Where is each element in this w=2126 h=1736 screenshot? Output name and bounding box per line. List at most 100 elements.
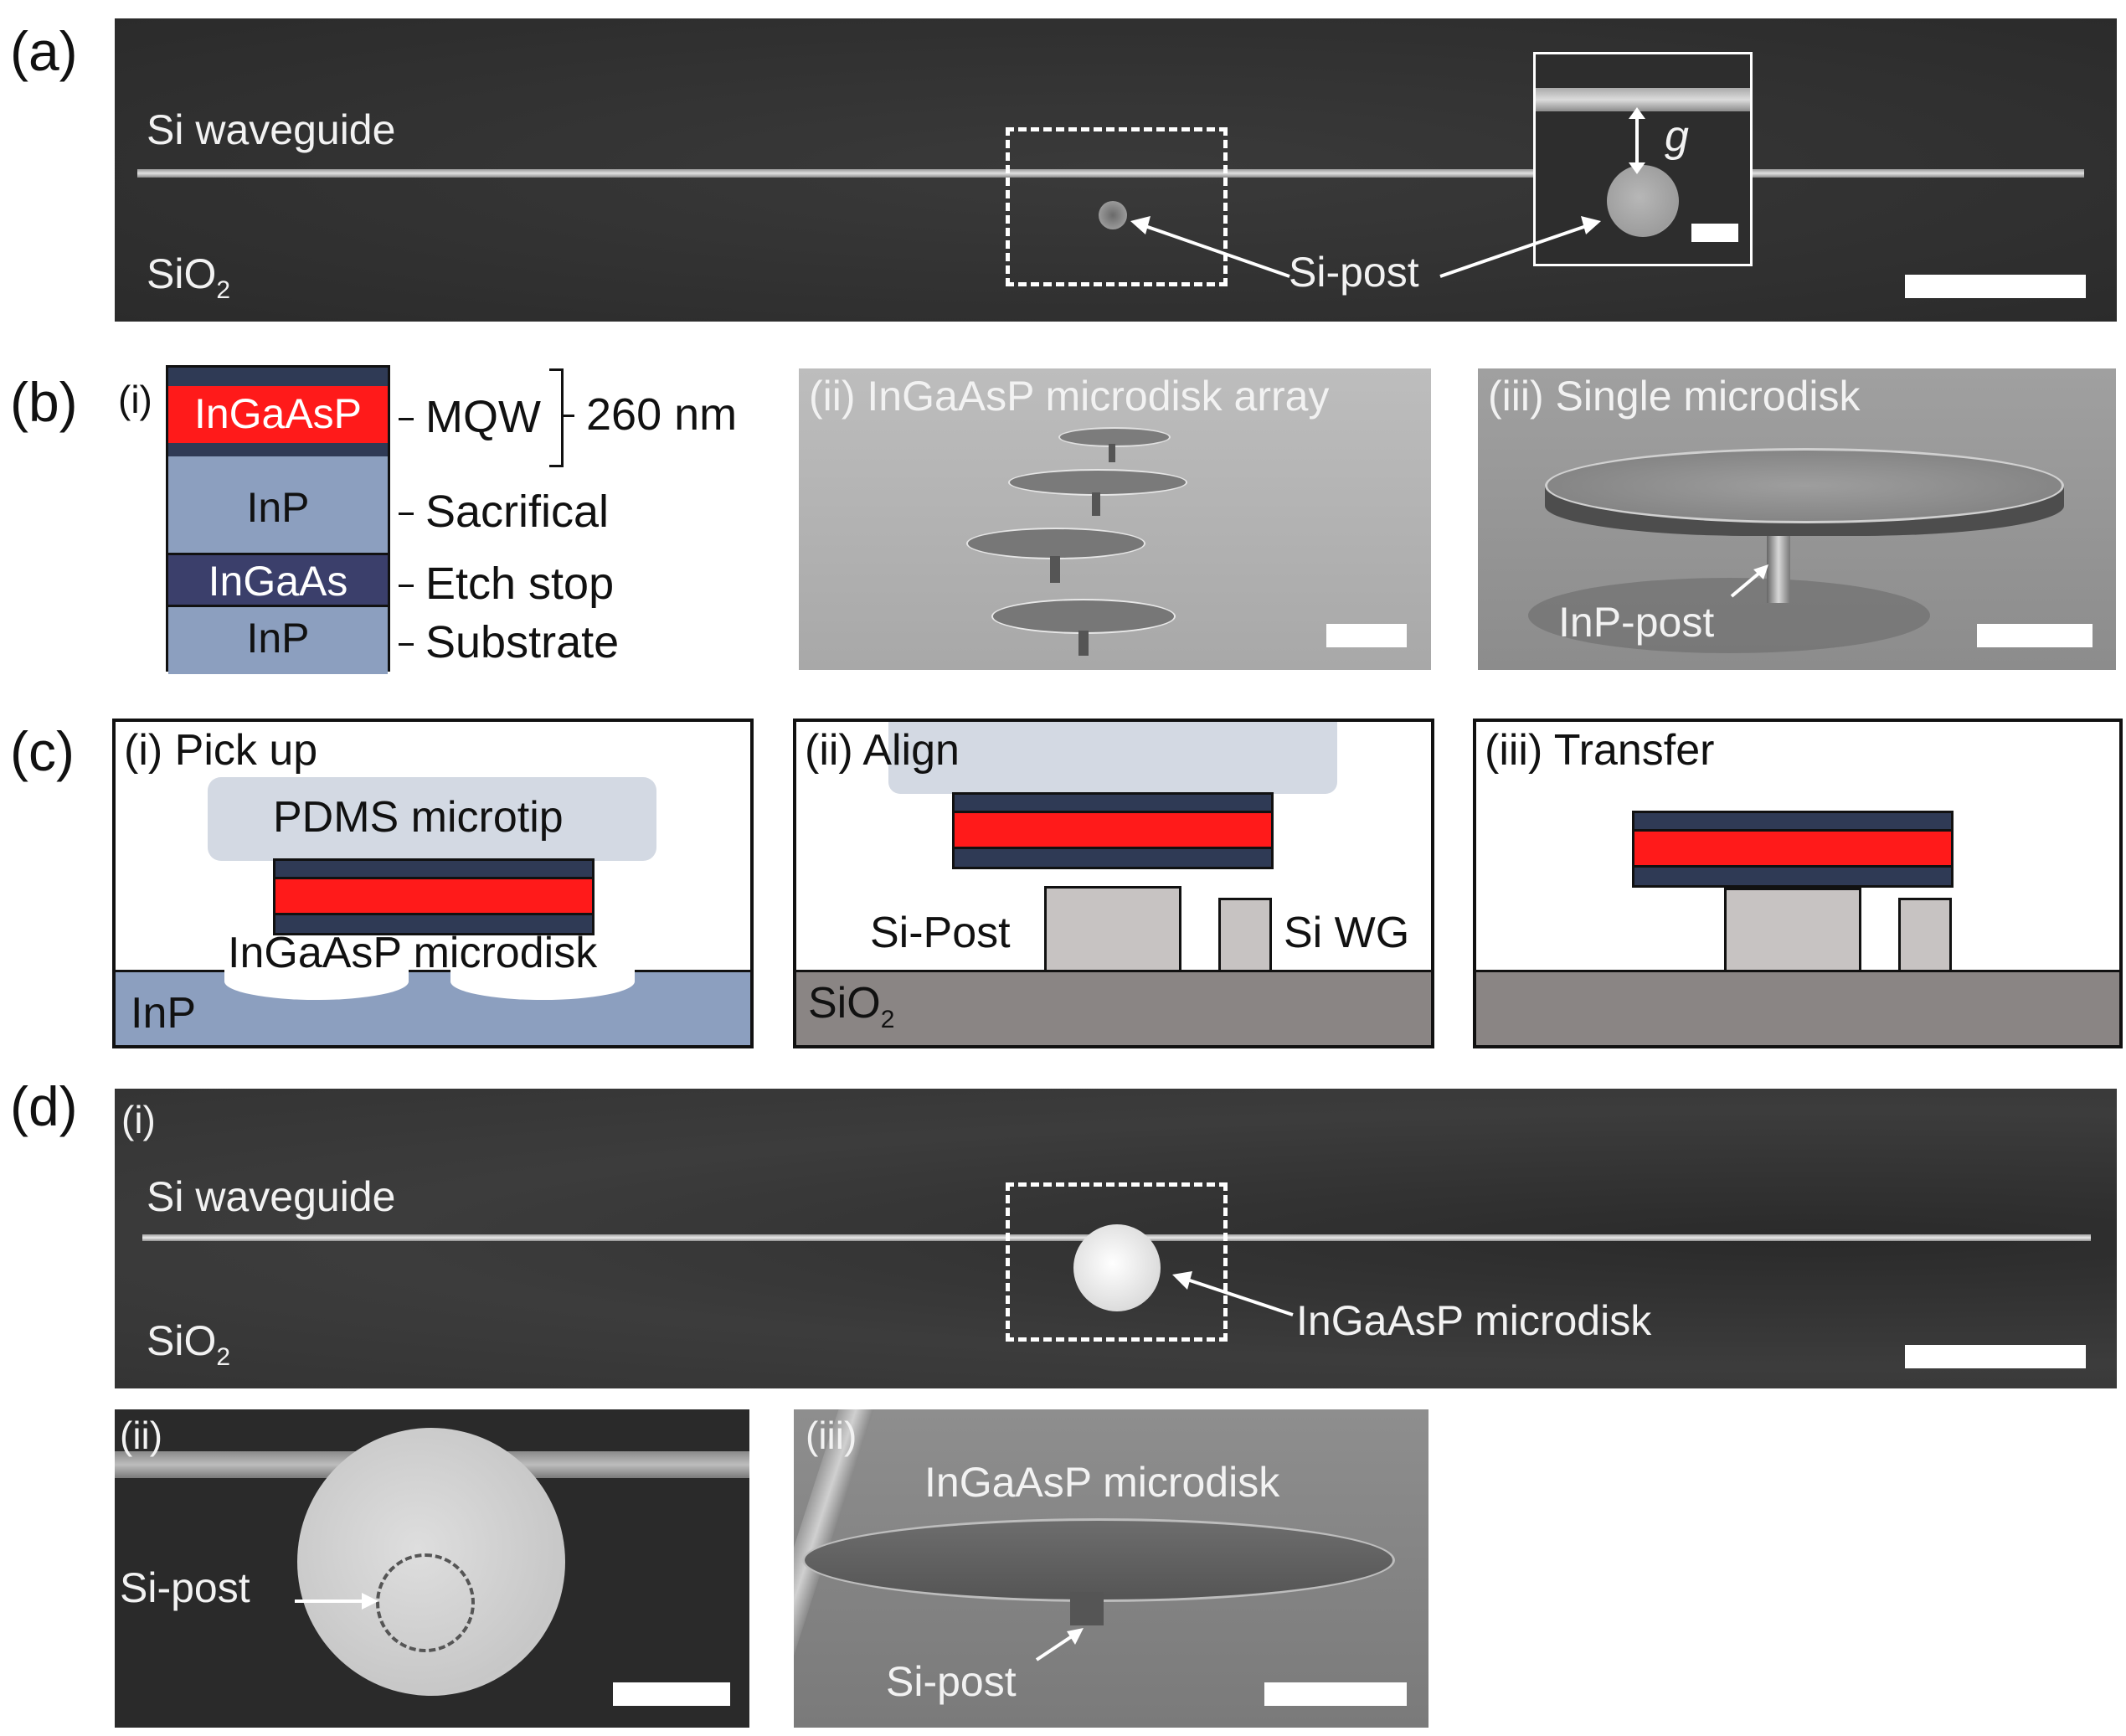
layer-inp-substrate: InP (168, 607, 388, 674)
scalebar-d-ii (613, 1682, 730, 1706)
gap-label: g (1665, 112, 1689, 161)
scalebar-b-ii (1326, 624, 1407, 647)
layer-inp-label: InP (246, 484, 310, 531)
post-3 (1050, 556, 1060, 583)
layer-cap-top (168, 368, 388, 386)
si-post-c-ii (1044, 886, 1181, 973)
post-4 (1078, 631, 1089, 656)
sem-image-d-iii: (iii) InGaAsP microdisk Si-post (794, 1409, 1428, 1728)
disk-c-i-active (273, 877, 595, 915)
zoom-box-d (1006, 1182, 1228, 1342)
gap-arrow (1629, 107, 1645, 174)
si-post-label-d-ii: Si-post (120, 1564, 250, 1611)
panel-c-iii-title: (iii) Transfer (1485, 726, 1715, 775)
panel-b-i-label: (i) (118, 378, 152, 421)
inp-substrate-c-i (116, 970, 750, 1045)
pdms-label: PDMS microtip (273, 793, 564, 842)
zoom-box (1006, 127, 1228, 286)
schematic-c-i: (i) Pick up PDMS microtip InGaAsP microd… (112, 719, 754, 1048)
sem-image-b-ii: (ii) InGaAsP microdisk array (799, 368, 1431, 670)
schematic-c-iii: (iii) Transfer (1473, 719, 2123, 1048)
schematic-c-ii: (ii) Align Si-Post Si WG SiO2 (793, 719, 1434, 1048)
bracket (549, 368, 564, 467)
si-post-label-d-iii: Si-post (886, 1658, 1017, 1705)
tick-mqw (399, 418, 414, 420)
si-post-label-c-ii: Si-Post (870, 909, 1011, 957)
tick-etch (399, 585, 414, 587)
pdms-microtip (208, 777, 656, 861)
post-1 (1109, 444, 1115, 462)
inset-scalebar (1691, 224, 1738, 242)
sio2-label: SiO2 (147, 250, 231, 304)
si-post-arrow-d-ii (295, 1593, 378, 1610)
tick-sacrificial (399, 513, 414, 515)
panel-c-ii-title: (ii) Align (805, 726, 960, 775)
sem-image-a: Si waveguide SiO2 g Si-post (115, 18, 2117, 322)
si-wg-c-iii (1898, 898, 1952, 973)
inp-post (1767, 536, 1790, 603)
undercut-1 (224, 963, 409, 1000)
layer-cap-bottom (168, 443, 388, 456)
scalebar-d-iii (1264, 1682, 1407, 1706)
scalebar-b-iii (1977, 624, 2093, 647)
sem-image-b-iii: (iii) Single microdisk InP-post (1478, 368, 2116, 670)
etch-stop-label: Etch stop (425, 559, 615, 609)
disk-c-iii-active (1632, 829, 1954, 868)
scalebar-a (1905, 275, 2086, 298)
panel-label-b: (b) (10, 371, 78, 433)
sio2-label-d: SiO2 (147, 1317, 231, 1371)
ingaasp-disk-label: InGaAsP microdisk (228, 929, 598, 977)
tick-substrate (399, 643, 414, 646)
inp-label-c-i: InP (131, 989, 197, 1038)
layer-inp-sacrificial: InP (168, 456, 388, 555)
panel-label-d: (d) (10, 1075, 78, 1137)
layer-stack: InGaAsP InP InGaAs InP (166, 365, 390, 674)
microdisk-2 (1008, 469, 1187, 496)
post-2 (1092, 492, 1100, 516)
disk-c-ii-active (952, 811, 1274, 849)
inset-post (1607, 165, 1679, 237)
panel-d-ii-label: (ii) (120, 1414, 163, 1457)
pdms-c-ii (888, 722, 1337, 794)
substrate-label: Substrate (425, 617, 620, 667)
layer-ingaas-label: InGaAs (208, 558, 348, 605)
microdisk-d-iii (802, 1518, 1395, 1602)
sacrificial-label: Sacrifical (425, 487, 610, 537)
microdisk-label-d: InGaAsP microdisk (1296, 1297, 1652, 1344)
si-post-arrow-d-iii (1035, 1628, 1084, 1661)
microdisk-d (1073, 1224, 1161, 1311)
si-post-small (1099, 201, 1127, 229)
layer-ingaasp-label: InGaAsP (193, 390, 363, 437)
si-wg-label: Si WG (1284, 909, 1410, 957)
si-post-d-iii (1070, 1592, 1104, 1625)
si-waveguide-line (137, 169, 2084, 178)
microdisk-label-d-iii: InGaAsP microdisk (924, 1459, 1280, 1506)
scalebar-d-i (1905, 1345, 2086, 1368)
microdisk-arrow-d (1172, 1271, 1294, 1316)
bracket-tick (563, 415, 574, 417)
panel-b-iii-title: (iii) Single microdisk (1488, 373, 1861, 420)
sem-image-d-ii: (ii) Si-post (115, 1409, 749, 1728)
si-wg-c-ii (1218, 898, 1272, 973)
si-waveguide-label: Si waveguide (147, 106, 396, 153)
inset-waveguide (1536, 88, 1750, 111)
thickness-label: 260 nm (586, 389, 738, 440)
inp-post-label: InP-post (1558, 599, 1715, 646)
sio2-substrate-c-iii (1476, 970, 2119, 1045)
mqw-label: MQW (425, 392, 541, 442)
si-post-label: Si-post (1289, 249, 1419, 296)
si-post-outline (376, 1553, 475, 1652)
si-waveguide-label-d: Si waveguide (147, 1173, 396, 1220)
panel-label-a: (a) (10, 20, 78, 82)
single-disk-top (1545, 448, 2064, 523)
panel-b-ii-title: (ii) InGaAsP microdisk array (809, 373, 1330, 420)
undercut-2 (450, 963, 635, 1000)
sem-image-d-i: (i) Si waveguide SiO2 InGaAsP microdisk (115, 1089, 2117, 1388)
sio2-substrate-c-ii (796, 970, 1431, 1045)
microdisk-3 (966, 528, 1145, 559)
shadow (1528, 578, 1930, 653)
si-post-arrows-a (1130, 216, 1601, 278)
layer-ingaas: InGaAs (168, 555, 388, 607)
inp-post-arrow (1730, 564, 1768, 598)
panel-d-iii-label: (iii) (806, 1414, 857, 1457)
